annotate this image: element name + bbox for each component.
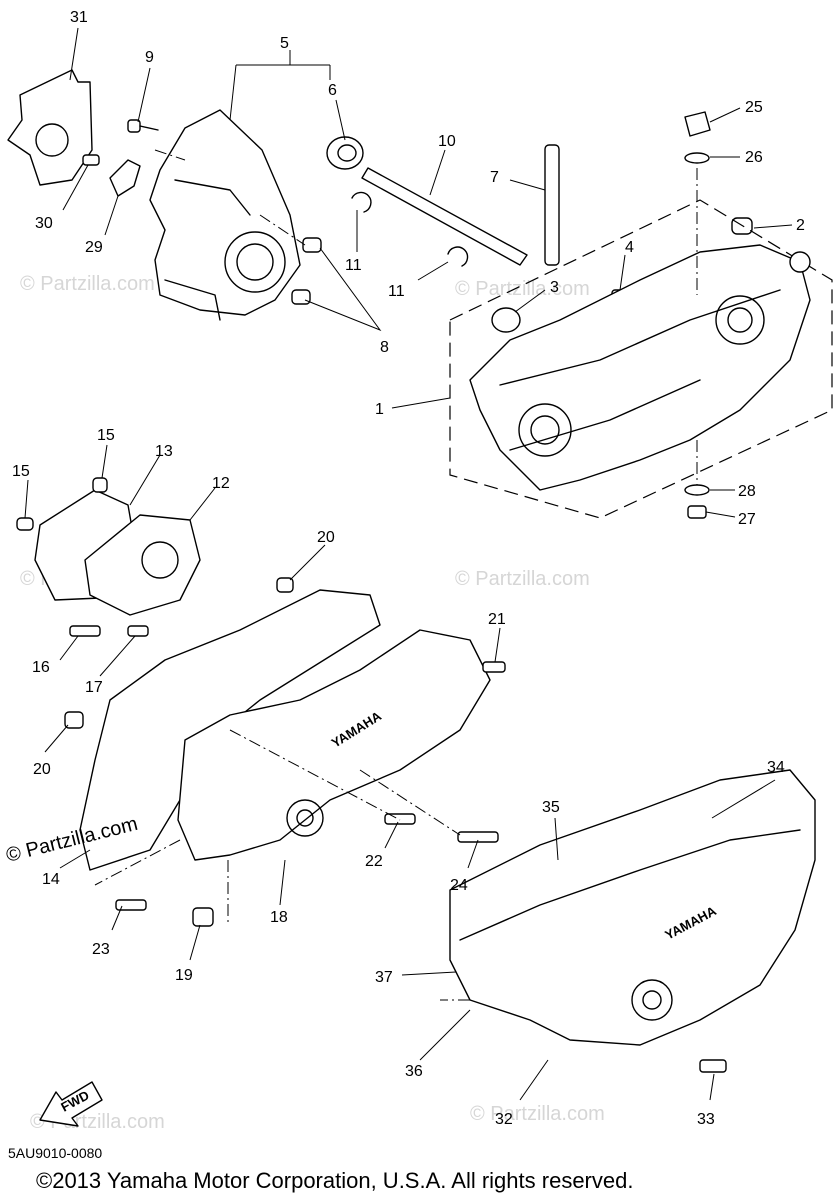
callout-2: 2 — [796, 217, 805, 234]
part-17-screw — [127, 625, 149, 637]
part-30-bolt — [82, 154, 100, 166]
callout-25: 25 — [745, 99, 763, 116]
part-25-oil-plug — [684, 111, 711, 137]
copyright-notice: ©2013 Yamaha Motor Corporation, U.S.A. A… — [36, 1168, 633, 1193]
callout-21: 21 — [488, 611, 506, 628]
part-18-crankcase-cover: YAMAHA — [177, 629, 491, 861]
part-24-bolt — [457, 831, 499, 843]
part-1-right-crankcase — [449, 199, 833, 519]
part-28-washer — [684, 484, 710, 496]
callout-20: 20 — [33, 761, 51, 778]
part-3-oil-seal — [491, 307, 521, 333]
callout-9: 9 — [145, 49, 154, 66]
callout-13: 13 — [155, 443, 173, 460]
part-26-oring — [684, 152, 710, 164]
callout-34: 34 — [767, 759, 785, 776]
part-14-gasket — [79, 589, 381, 871]
part-11-clip — [351, 191, 372, 213]
callout-5: 5 — [280, 35, 289, 52]
part-34-outer-cover: YAMAHA — [449, 769, 816, 1046]
part-6-bearing — [326, 136, 364, 170]
callout-33: 33 — [697, 1111, 715, 1128]
callout-35: 35 — [542, 799, 560, 816]
callout-labels: 31 9 5 6 10 7 25 26 2 30 29 11 11 4 3 8 … — [12, 9, 805, 1128]
callout-11: 11 — [388, 283, 405, 300]
callout-37: 37 — [375, 969, 393, 986]
callout-15: 15 — [12, 463, 30, 480]
part-29-clip — [109, 159, 141, 197]
callout-31: 31 — [70, 9, 88, 26]
part-19-dowel — [192, 907, 214, 927]
callout-12: 12 — [212, 475, 230, 492]
part-11-clip — [447, 246, 469, 267]
callout-11: 11 — [345, 257, 362, 274]
callout-18: 18 — [270, 909, 288, 926]
watermark-text: © Partzilla.com — [455, 568, 590, 590]
callout-4: 4 — [625, 239, 634, 256]
callout-14: 14 — [42, 871, 60, 888]
diagram-code: 5AU9010-0080 — [8, 1145, 102, 1161]
callout-32: 32 — [495, 1111, 513, 1128]
callout-29: 29 — [85, 239, 103, 256]
callout-28: 28 — [738, 483, 756, 500]
watermark-text: © Partzilla.com — [470, 1103, 605, 1125]
callout-30: 30 — [35, 215, 53, 232]
callout-23: 23 — [92, 941, 110, 958]
alignment-lines — [94, 149, 698, 1001]
leader-lines — [24, 27, 793, 1101]
callout-24: 24 — [450, 877, 468, 894]
part-5-left-crankcase — [149, 109, 301, 321]
callout-20: 20 — [317, 529, 335, 546]
part-16-bolt — [69, 625, 101, 637]
callout-16: 16 — [32, 659, 50, 676]
watermark-text: © Partzilla.com — [455, 278, 590, 300]
part-12-cover — [84, 514, 201, 616]
callout-10: 10 — [438, 133, 456, 150]
callout-36: 36 — [405, 1063, 423, 1080]
callout-22: 22 — [365, 853, 383, 870]
part-9-bolt — [127, 119, 159, 133]
callout-8: 8 — [380, 339, 389, 356]
callout-1: 1 — [375, 401, 384, 418]
part-10-shaft — [361, 167, 528, 266]
watermark-text-dark: © Partzilla.com — [4, 813, 140, 867]
part-31-gasket — [7, 69, 93, 186]
part-23-bolt — [115, 899, 147, 911]
callout-7: 7 — [490, 169, 499, 186]
callout-3: 3 — [550, 279, 559, 296]
part-20-dowel — [64, 577, 294, 729]
part-21-bolt — [482, 661, 506, 673]
part-27-drain-bolt — [687, 505, 707, 519]
watermark-text: © Partzilla.com — [20, 273, 155, 295]
callout-17: 17 — [85, 679, 103, 696]
callout-19: 19 — [175, 967, 193, 984]
callout-15: 15 — [97, 427, 115, 444]
callout-6: 6 — [328, 82, 337, 99]
callout-26: 26 — [745, 149, 763, 166]
part-7-pin — [544, 144, 560, 266]
part-33-bolt — [699, 1059, 727, 1073]
callout-27: 27 — [738, 511, 756, 528]
part-22-bolt — [384, 813, 416, 825]
assembly-frame — [449, 199, 833, 519]
